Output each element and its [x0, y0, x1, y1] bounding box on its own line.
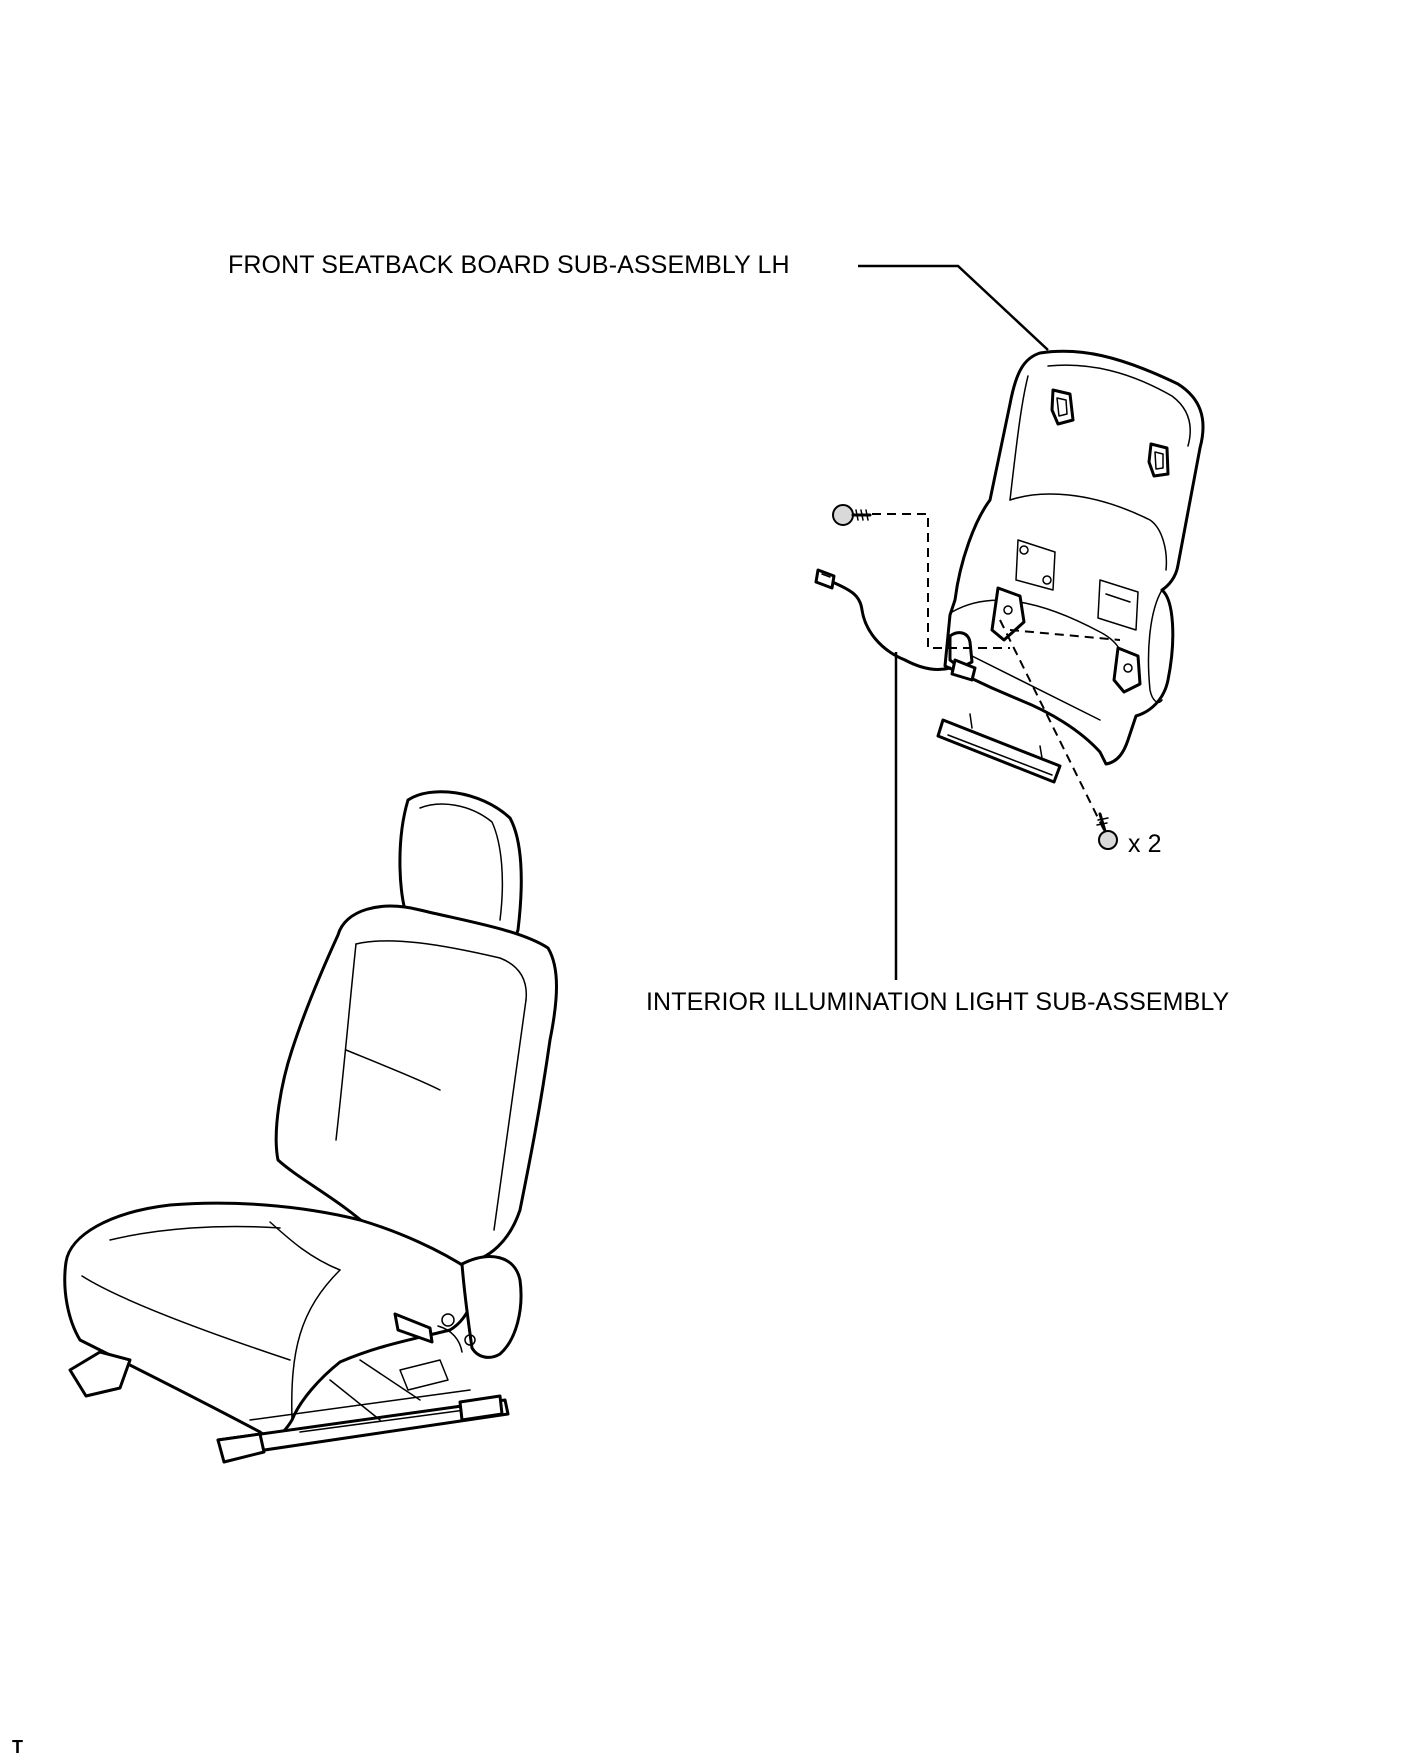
wire-harness — [814, 568, 952, 672]
dashed-bracket-path — [1009, 629, 1121, 641]
label-screw-quantity: x 2 — [1128, 830, 1162, 858]
leader-line-board — [858, 264, 1049, 351]
seatback-board — [936, 349, 1205, 784]
screw-icon — [832, 504, 872, 526]
label-interior-illumination-light: INTERIOR ILLUMINATION LIGHT SUB-ASSEMBLY — [646, 988, 1230, 1016]
screw-x2-icon — [1096, 812, 1118, 850]
dashed-screw-path-upper — [872, 513, 1010, 649]
dashed-screw-path-lower — [999, 619, 1105, 831]
corner-mark: T — [12, 1737, 23, 1757]
front-seat — [63, 790, 558, 1464]
label-front-seatback-board: FRONT SEATBACK BOARD SUB-ASSEMBLY LH — [228, 251, 790, 279]
